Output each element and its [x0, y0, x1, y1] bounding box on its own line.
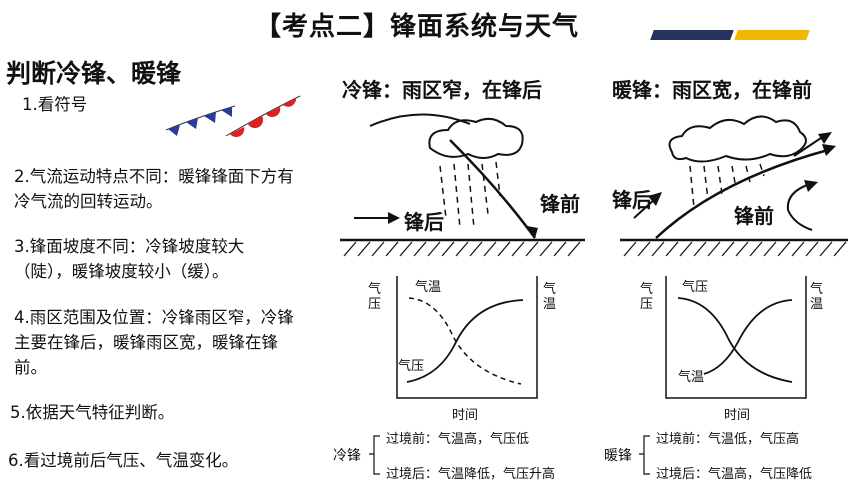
warm-pressure-line	[677, 297, 793, 383]
page-title: 【考点二】锋面系统与天气	[255, 12, 580, 42]
cold-summary-name: 冷锋	[333, 448, 361, 464]
list-item-1: 1.看符号	[22, 95, 88, 114]
cold-summary-after: 过境后：气温降低，气压升高	[386, 467, 556, 482]
warm-front-diagram	[620, 115, 848, 257]
cold-temp-line	[408, 297, 522, 385]
warm-front-caption: 暖锋：雨区宽，在锋前	[612, 78, 812, 102]
front-symbols-flags	[165, 95, 301, 138]
warm-summary-after: 过境后：气温高，气压降低	[656, 467, 813, 482]
cold-label-back: 锋后	[404, 210, 444, 234]
warm-summary-name: 暖锋	[604, 448, 632, 464]
list-item-4: 4.雨区范围及位置：冷锋雨区窄，冷锋主要在锋后，暖锋雨区宽，暖锋在锋前。	[14, 308, 294, 377]
list-item-6: 6.看过境前后气压、气温变化。	[8, 451, 239, 470]
warm-label-front: 锋前	[734, 204, 774, 228]
warm-temp-line	[703, 299, 793, 375]
cold-axis-right-label: 气 温	[543, 282, 557, 312]
warm-summary-before: 过境前：气温低，气压高	[656, 432, 800, 447]
warm-chart	[665, 276, 807, 399]
warm-axis-left-label: 气 压	[640, 282, 654, 312]
section-heading: 判断冷锋、暖锋	[6, 59, 182, 88]
cold-front-diagram	[340, 113, 585, 257]
warm-pressure-line-label: 气压	[682, 280, 709, 295]
cold-summary-brace	[369, 435, 380, 475]
cold-label-front: 锋前	[540, 192, 580, 216]
warm-x-label: 时间	[724, 408, 751, 423]
cold-summary-before: 过境前：气温高，气压低	[386, 432, 530, 447]
list-item-3: 3.锋面坡度不同：冷锋坡度较大（陡），暖锋坡度较小（缓）。	[14, 237, 245, 281]
cold-x-label: 时间	[452, 408, 479, 423]
list-item-5: 5.依据天气特征判断。	[10, 403, 175, 422]
warm-label-back: 锋后	[612, 188, 652, 212]
cold-front-caption: 冷锋：雨区窄，在锋后	[342, 78, 542, 102]
decor-bar-yellow	[734, 30, 810, 40]
cold-pressure-line	[406, 299, 524, 383]
cold-chart	[396, 276, 538, 399]
cold-axis-left-label: 气 压	[368, 282, 382, 312]
cold-temp-line-label: 气温	[415, 280, 442, 295]
decor-bar-dark	[650, 30, 734, 40]
warm-axis-right-label: 气 温	[810, 282, 824, 312]
list-item-2: 2.气流运动特点不同：暖锋锋面下方有冷气流的回转运动。	[14, 167, 294, 211]
warm-summary-brace	[639, 435, 650, 475]
cold-pressure-line-label: 气压	[398, 359, 425, 374]
warm-temp-line-label: 气温	[678, 370, 705, 385]
